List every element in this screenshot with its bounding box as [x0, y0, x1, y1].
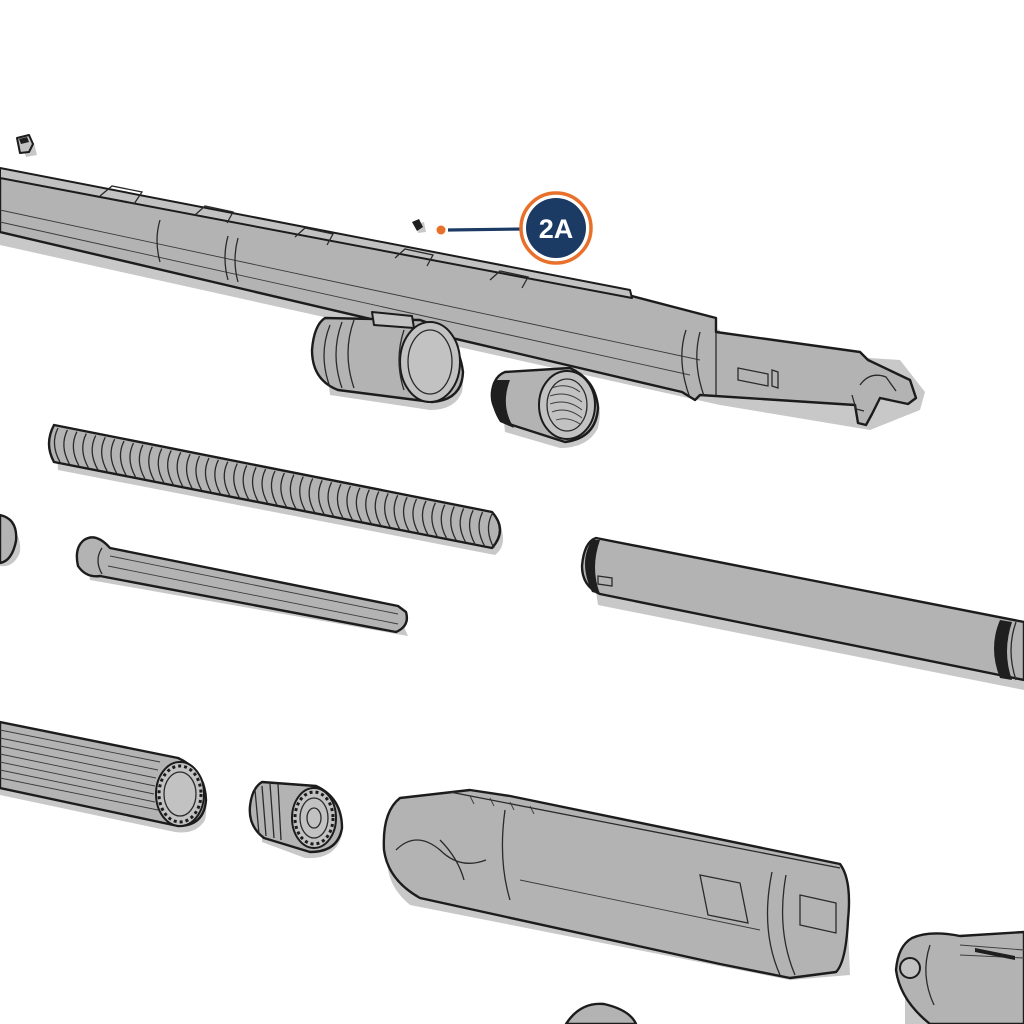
spring-coil [393, 495, 401, 530]
spring-coil [82, 433, 89, 468]
spring-coil [251, 467, 259, 502]
partial-bottom-part [564, 1002, 638, 1024]
spring-coil [412, 498, 420, 534]
magazine-spring-part [47, 423, 504, 555]
cap-nut-part [248, 780, 344, 859]
spring-coil [148, 446, 155, 482]
spring-coil [63, 429, 70, 465]
action-bar-part [894, 930, 1024, 1024]
spring-coil [270, 470, 278, 506]
spring-coil [138, 444, 146, 480]
barrel-nut-part [310, 311, 465, 410]
spring-coil [421, 500, 429, 536]
callout-leader-line [447, 227, 525, 232]
spring-coil [214, 459, 221, 495]
spring-coil [289, 474, 297, 510]
spring-coil [223, 461, 231, 497]
spring-coil [110, 438, 118, 474]
spring-coil [355, 487, 363, 523]
spring-coil [308, 478, 316, 513]
spring-coil [176, 452, 184, 487]
spring-coil [468, 510, 476, 545]
spring-coil [336, 483, 344, 519]
spring-coil [374, 491, 382, 526]
spring-coil [242, 465, 250, 500]
spring-coil [459, 508, 467, 543]
threaded-bushing-part [490, 366, 600, 448]
spring-coil [129, 442, 137, 478]
spring-coil [261, 468, 269, 504]
barrel-assembly-part [0, 167, 925, 430]
spring-coil [487, 513, 495, 549]
callout-label: 2A [539, 214, 574, 244]
forend-part [382, 788, 851, 980]
callout-target-dot [436, 225, 446, 235]
spring-coil [53, 427, 61, 463]
spring-coil [402, 496, 410, 532]
spring-coil [431, 502, 438, 538]
spring-coil [72, 431, 80, 467]
callout-badge [526, 198, 586, 258]
spring-coil [185, 453, 193, 489]
spring-coil [167, 450, 174, 485]
guide-rod-part [75, 536, 409, 636]
spring-coil [204, 457, 212, 493]
spring-coil [327, 481, 335, 517]
spring-coil [195, 455, 203, 491]
spring-coil [478, 511, 486, 547]
spring-coil [280, 472, 287, 508]
spring-coil [101, 437, 108, 472]
small-screw-part [16, 134, 37, 157]
washer-part [0, 513, 21, 567]
spring-coil [299, 476, 306, 511]
spring-coil [384, 493, 391, 528]
spring-coil [233, 463, 240, 498]
spring-coil [119, 440, 127, 476]
spring-coil [318, 480, 325, 515]
pin-part-2a [412, 219, 426, 233]
magazine-tube-part [580, 536, 1024, 690]
spring-coil [365, 489, 372, 525]
spring-coil [157, 448, 165, 483]
slide-tube-part [0, 720, 208, 833]
callout-2a[interactable]: 2A [436, 191, 593, 265]
spring-coil [91, 435, 99, 470]
spring-coil [440, 504, 448, 540]
spring-coil [450, 506, 457, 541]
spring-coil [346, 485, 354, 521]
